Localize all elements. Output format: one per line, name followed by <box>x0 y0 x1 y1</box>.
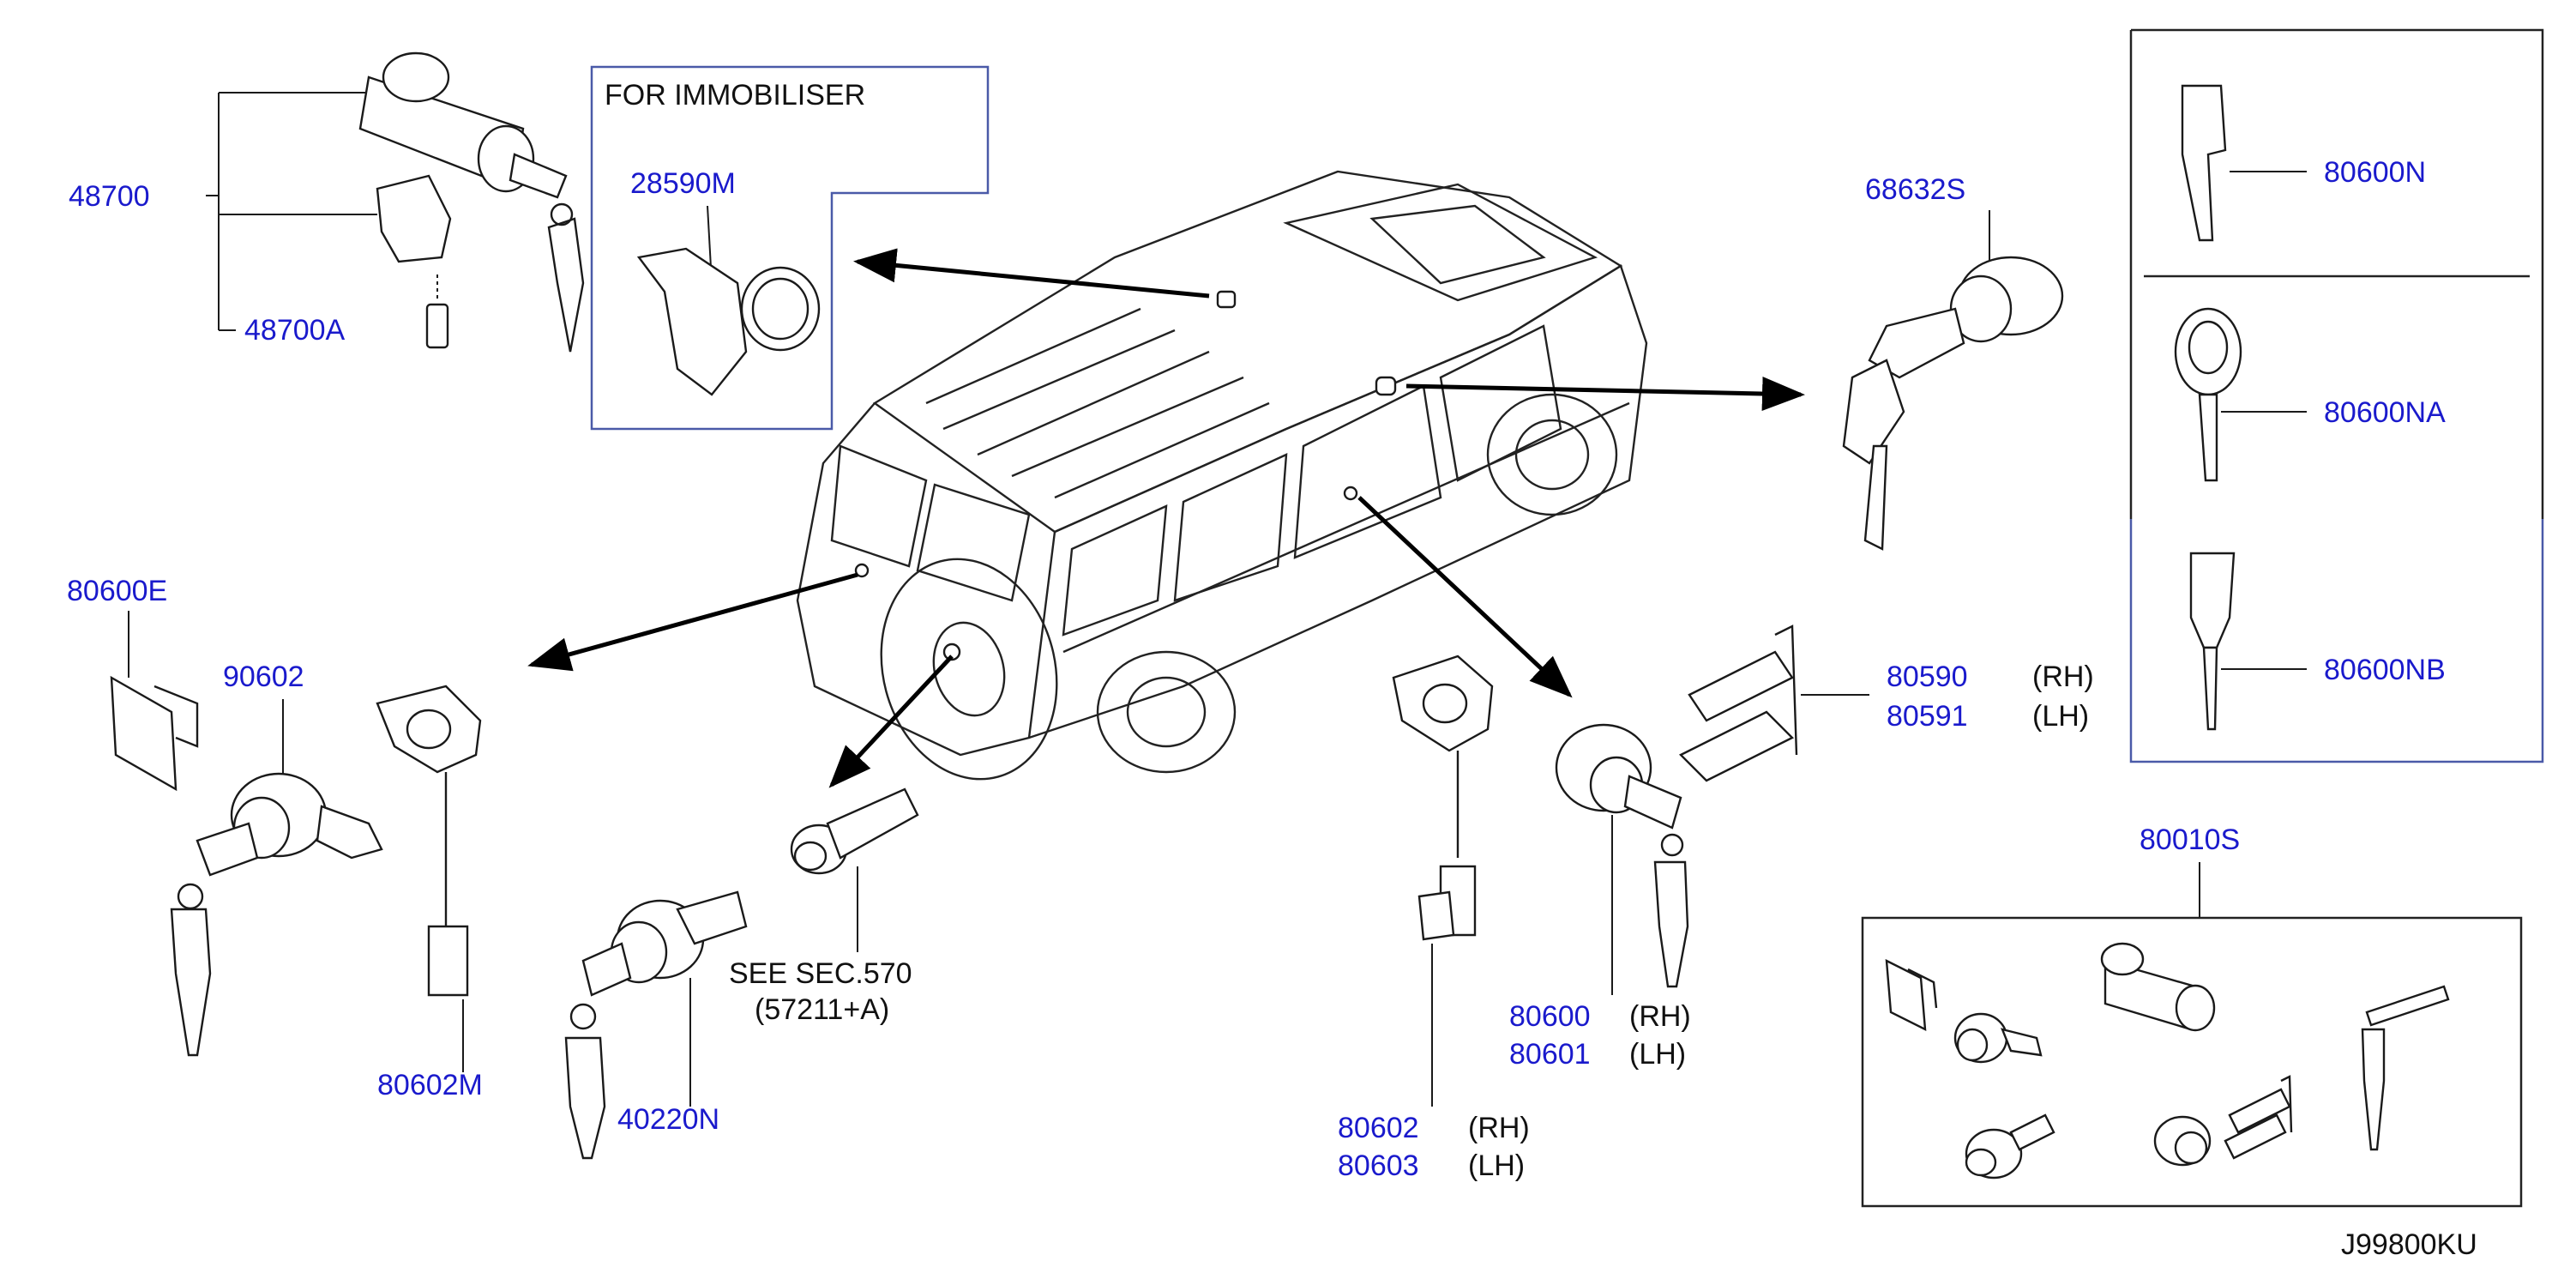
rear-door-lock-group: 80600E 90602 80602M <box>67 575 483 1101</box>
lh-label-80601: (LH) <box>1629 1038 1686 1071</box>
front-door-lock-group: 80590 (RH) 80591 (LH) 80600 (RH) 80601 (… <box>1338 624 2094 1182</box>
part-number-80600NA: 80600NA <box>2324 396 2446 429</box>
part-number-80603: 80603 <box>1338 1149 1419 1182</box>
see-section-reference: (57211+A) <box>755 993 889 1026</box>
rh-label-80600: (RH) <box>1629 1000 1691 1033</box>
immobiliser-box: FOR IMMOBILISER 28590M <box>590 65 990 431</box>
part-number-80600E: 80600E <box>67 575 167 607</box>
part-number-80590: 80590 <box>1887 661 1968 693</box>
part-number-48700: 48700 <box>69 180 150 213</box>
part-number-80600: 80600 <box>1509 1000 1591 1033</box>
lh-label-80591: (LH) <box>2032 700 2089 733</box>
part-number-80600N: 80600N <box>2324 156 2426 189</box>
lh-label-80603: (LH) <box>1468 1149 1525 1182</box>
glove-box-lock-group: 40220N <box>564 890 748 1160</box>
part-number-48700A: 48700A <box>244 314 346 347</box>
part-number-68632S: 68632S <box>1865 173 1965 206</box>
rh-label-80590: (RH) <box>2032 661 2094 693</box>
part-number-80602: 80602 <box>1338 1112 1419 1144</box>
part-number-90602: 90602 <box>223 661 304 693</box>
ignition-lock-group: 48700 48700A <box>69 51 585 353</box>
part-number-80010S: 80010S <box>2140 824 2240 856</box>
rh-label-80602: (RH) <box>1468 1112 1530 1144</box>
drawing-code: J99800KU <box>2341 1228 2477 1261</box>
part-number-80600NB: 80600NB <box>2324 654 2446 686</box>
vehicle-illustration <box>796 170 1648 781</box>
pointer-arrows <box>527 248 1805 788</box>
key-cylinder-set-68632S: 68632S <box>1842 173 2064 551</box>
lock-set-80010S: 80010S <box>1861 824 2523 1208</box>
part-number-28590M: 28590M <box>630 167 736 200</box>
part-number-80601: 80601 <box>1509 1038 1591 1071</box>
immobiliser-title: FOR IMMOBILISER <box>605 79 865 112</box>
spare-tire-lock-group: SEE SEC.570 (57211+A) <box>729 787 919 1026</box>
see-section-text: SEE SEC.570 <box>729 957 912 990</box>
part-number-80591: 80591 <box>1887 700 1968 733</box>
key-blanks-box: 80600N 80600NA 80600NB <box>2129 28 2544 763</box>
part-number-80602M: 80602M <box>377 1069 483 1101</box>
part-number-40220N: 40220N <box>617 1103 719 1136</box>
